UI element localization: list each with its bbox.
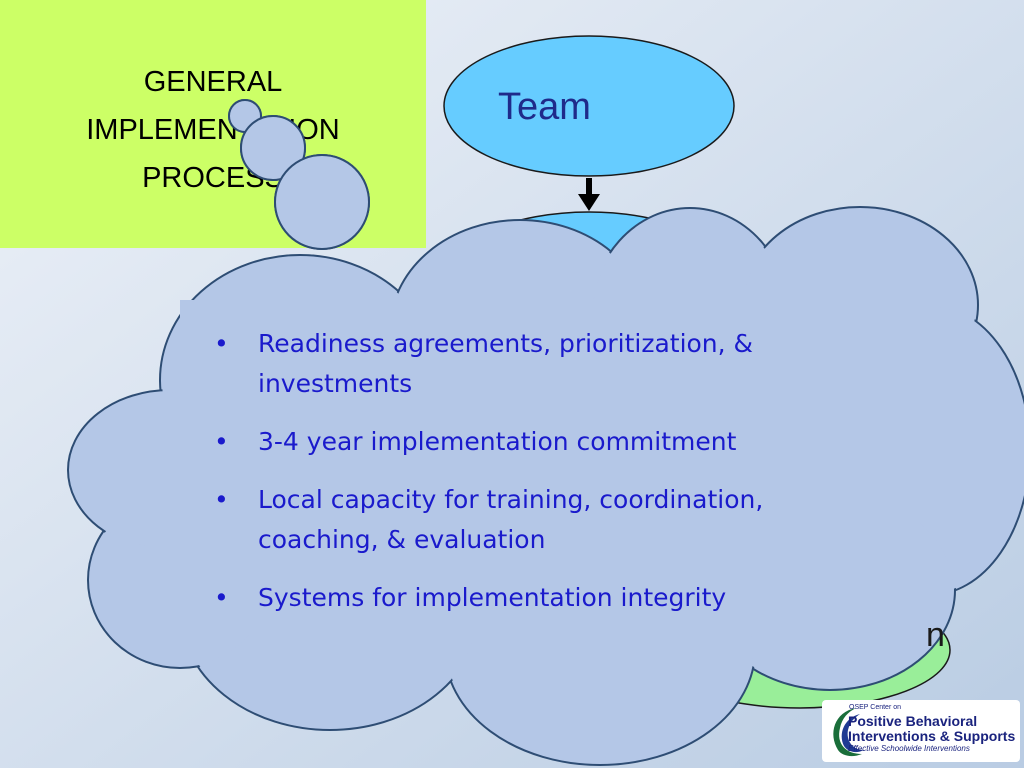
logo-line-1: Positive Behavioral xyxy=(848,713,978,729)
title-line-2: IMPLEMENTATION xyxy=(86,114,340,146)
title-line-1: GENERAL xyxy=(143,66,283,98)
logo-swoosh-icon xyxy=(833,708,864,757)
partial-hidden-text: n xyxy=(926,616,945,654)
bullet-item: Local capacity for training, coordinatio… xyxy=(214,480,834,560)
cloud-bullet-list: Readiness agreements, prioritization, & … xyxy=(214,324,834,636)
bullet-item: Systems for implementation integrity xyxy=(214,578,834,618)
slide-title: GENERAL IMPLEMENTATION PROCESS xyxy=(0,58,426,202)
bullet-item: 3-4 year implementation commitment xyxy=(214,422,834,462)
down-arrow-icon xyxy=(578,178,600,211)
team-ellipse xyxy=(443,35,735,177)
bullet-item: Readiness agreements, prioritization, & … xyxy=(214,324,834,404)
team-label: Team xyxy=(498,86,591,128)
title-line-3: PROCESS xyxy=(142,162,284,194)
logo-line-2: Interventions & Supports xyxy=(848,728,1016,744)
pbis-logo: OSEP Center on Positive Behavioral Inter… xyxy=(822,700,1020,762)
logo-line-3: Effective Schoolwide Interventions xyxy=(848,744,970,753)
logo-small-text: OSEP Center on xyxy=(849,704,902,711)
